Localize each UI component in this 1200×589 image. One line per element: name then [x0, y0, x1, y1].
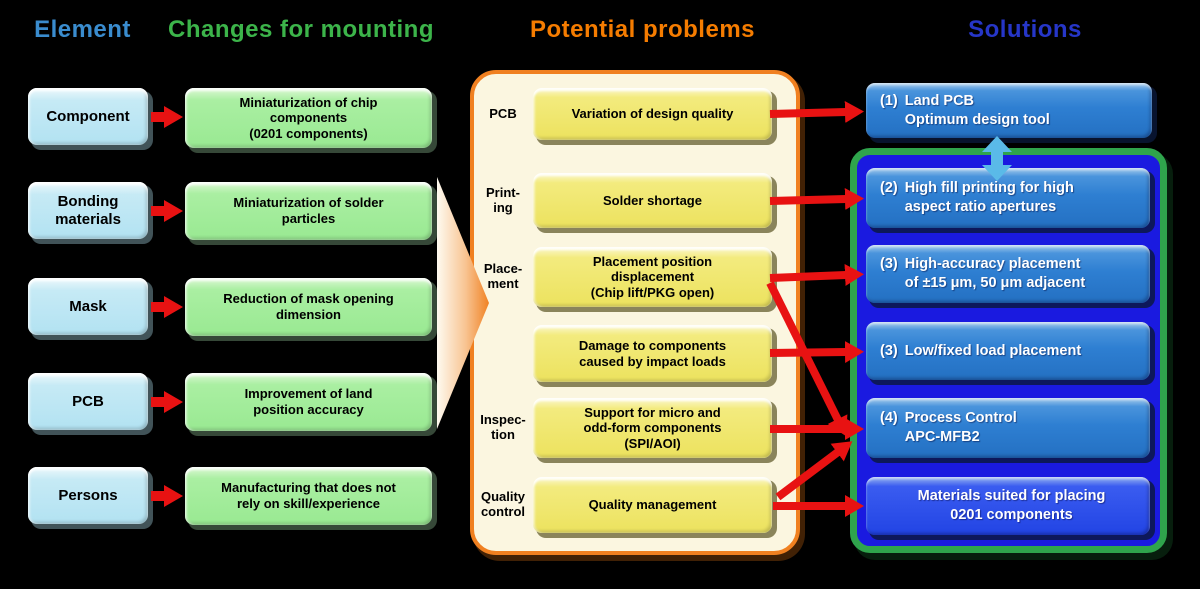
change-label: Miniaturization of solder particles	[233, 195, 384, 226]
problem-box: Solder shortage	[533, 173, 772, 228]
element-box-mask: Mask	[28, 278, 148, 335]
solution-box-3b: (3) Low/fixed load placement	[866, 322, 1150, 380]
problems-container	[470, 70, 800, 555]
element-box-bonding-materials: Bonding materials	[28, 182, 148, 239]
column-header-problems: Potential problems	[529, 16, 756, 43]
category-label-printing: Print- ing	[486, 184, 520, 215]
element-label: Persons	[58, 486, 118, 504]
element-to-change-arrows	[151, 106, 183, 507]
problem-label: Solder shortage	[603, 192, 702, 208]
change-box: Improvement of land position accuracy	[185, 373, 432, 431]
problem-label: Damage to components caused by impact lo…	[578, 337, 727, 369]
problem-label: Support for micro and odd-form component…	[583, 404, 722, 451]
problem-label: Quality management	[588, 497, 717, 513]
change-label: Reduction of mask opening dimension	[223, 291, 394, 322]
solution-number: (1)	[880, 92, 898, 109]
change-box: Manufacturing that does not rely on skil…	[185, 467, 432, 525]
problem-box: Support for micro and odd-form component…	[533, 398, 772, 458]
problem-label: Placement position displacement (Chip li…	[590, 253, 715, 300]
element-box-pcb: PCB	[28, 373, 148, 430]
solution-number: (3)	[880, 256, 898, 273]
category-label-placement: Place- ment	[483, 261, 523, 291]
element-label: Component	[46, 107, 130, 125]
problem-box: Placement position displacement (Chip li…	[533, 247, 772, 307]
category-label-quality-control: Quality control	[480, 489, 526, 519]
change-box: Miniaturization of chip components (0201…	[185, 88, 432, 148]
problem-box: Quality management	[533, 477, 772, 533]
solution-number: (2)	[880, 180, 898, 197]
change-label: Manufacturing that does not rely on skil…	[221, 480, 396, 511]
category-label-pcb: PCB	[489, 105, 517, 121]
change-label: Miniaturization of chip components (0201…	[239, 94, 378, 141]
solution-text: Low/fixed load placement	[904, 342, 1082, 359]
element-label: PCB	[72, 392, 104, 410]
element-label: Mask	[69, 297, 107, 315]
problem-box: Damage to components caused by impact lo…	[533, 325, 772, 382]
column-header-changes: Changes for mounting	[168, 16, 434, 43]
element-label: Bonding materials	[55, 193, 121, 228]
element-box-persons: Persons	[28, 467, 148, 524]
column-header-solutions: Solutions	[968, 16, 1082, 43]
category-label-inspection: Inspec- tion	[480, 412, 526, 442]
element-box-component: Component	[28, 88, 148, 145]
column-header-element: Element	[34, 16, 131, 43]
change-box: Reduction of mask opening dimension	[185, 278, 432, 336]
problem-label: Variation of design quality	[571, 106, 734, 122]
change-box: Miniaturization of solder particles	[185, 182, 432, 240]
solution-number: (4)	[880, 410, 898, 427]
change-label: Improvement of land position accuracy	[244, 386, 373, 417]
solution-number: (3)	[880, 342, 898, 359]
problem-box: Variation of design quality	[533, 88, 772, 140]
